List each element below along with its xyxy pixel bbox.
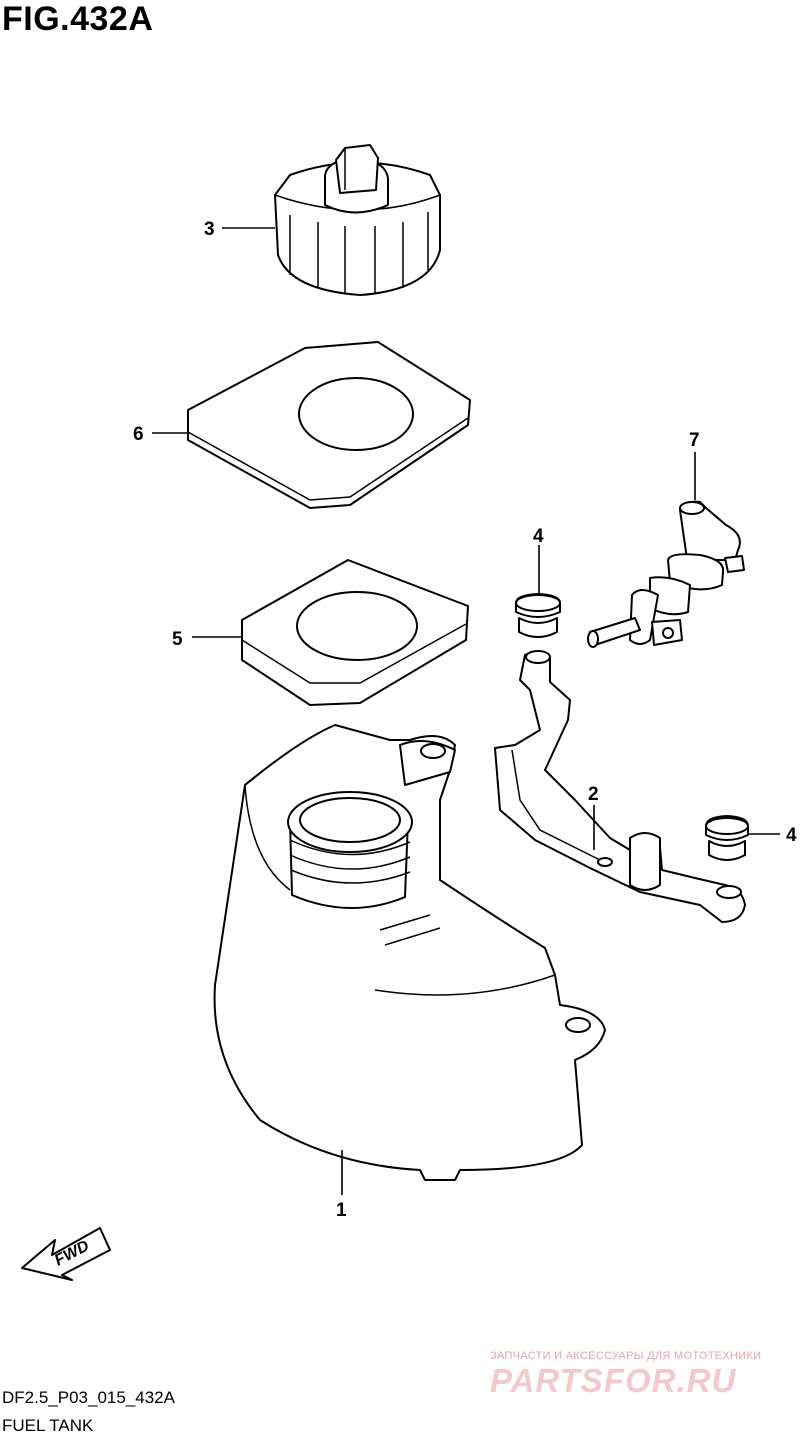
grommet-right	[705, 815, 749, 861]
fuel-cap	[274, 144, 441, 296]
grommet-upper	[515, 593, 561, 638]
callout-2: 2	[588, 784, 599, 805]
bracket	[494, 650, 746, 923]
diagram-name: FUEL TANK	[2, 1416, 94, 1435]
watermark-tagline: ЗАПЧАСТИ И АКСЕССУАРЫ ДЛЯ МОТОТЕХНИКИ	[490, 1350, 762, 1362]
callout-6: 6	[133, 424, 144, 445]
watermark-logo: PARTSFOR.RU	[490, 1362, 737, 1399]
seal-lower	[241, 559, 469, 706]
fuel-valve	[587, 500, 745, 648]
callout-7: 7	[689, 430, 700, 451]
figure-title: FIG.432A	[2, 0, 154, 38]
callout-4-upper: 4	[533, 526, 544, 547]
fuel-tank	[213, 724, 606, 1181]
callout-3: 3	[204, 219, 215, 240]
fwd-arrow: FWD	[21, 1227, 111, 1281]
callout-5: 5	[172, 629, 183, 650]
seal-upper	[187, 341, 471, 509]
callout-1: 1	[336, 1200, 347, 1221]
diagram-code: DF2.5_P03_015_432A	[2, 1388, 175, 1407]
callout-4-right: 4	[786, 825, 797, 846]
